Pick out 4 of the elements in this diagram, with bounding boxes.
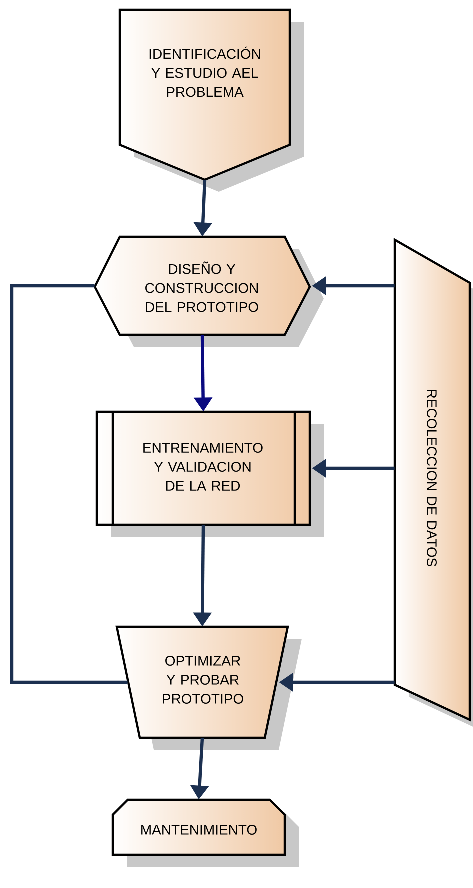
manual-operation-trapezoid: OPTIMIZAR Y PROBAR PROTOTIPO xyxy=(116,626,302,750)
predefined-process-box: ENTRENAMIENTO Y VALIDACION DE LA RED xyxy=(96,410,324,537)
connector-line xyxy=(10,284,128,684)
preparation-hexagon: DISEÑO Y CONSTRUCCION DEL PROTOTIPO xyxy=(94,236,324,347)
